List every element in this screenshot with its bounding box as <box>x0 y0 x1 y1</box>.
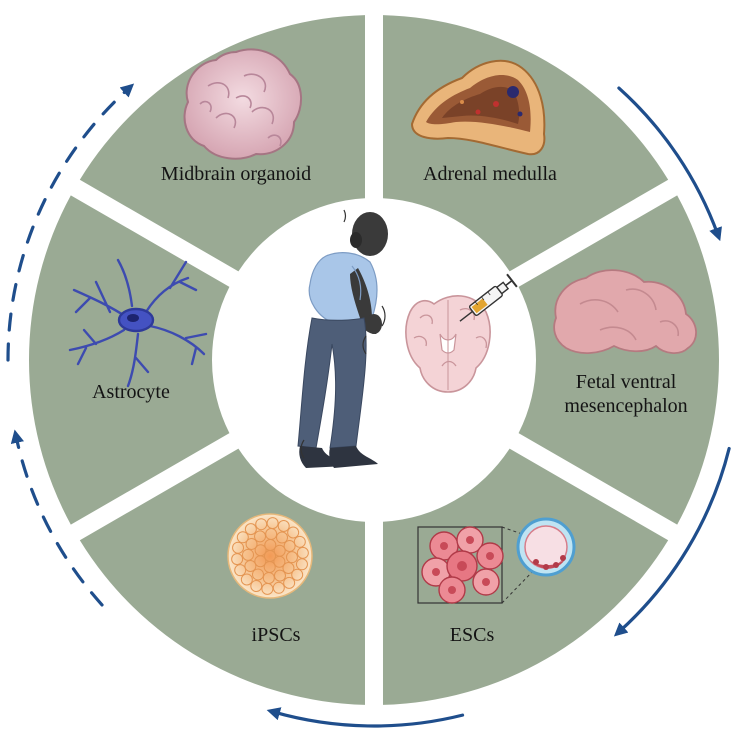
segment-fetal-ventral-mesencephalon <box>518 195 719 525</box>
ipsc-cell <box>254 544 267 557</box>
ipsc-cell <box>295 558 308 571</box>
arrow-left-upper <box>6 83 135 362</box>
ipsc-cell <box>242 548 255 561</box>
arrow-left-lower <box>10 429 104 607</box>
segment-astrocyte <box>29 195 230 525</box>
embryonic-stem-cells-icon <box>417 517 576 604</box>
center-disc <box>214 200 534 520</box>
label-adrenal-medulla: Adrenal medulla <box>423 163 557 185</box>
segment-escs <box>382 448 669 705</box>
label-escs: ESCs <box>450 624 495 646</box>
ipsc-cell <box>245 538 258 551</box>
arrow-right-upper <box>617 86 722 242</box>
ipsc-cell <box>232 541 245 554</box>
arrow-bottom <box>266 707 465 728</box>
cycle-arrows <box>6 83 731 728</box>
induced-pluripotent-stem-cells-icon <box>227 513 313 599</box>
ipsc-cell <box>250 580 263 593</box>
syringe-icon <box>459 273 518 322</box>
ipsc-cell <box>283 540 296 553</box>
ipsc-cell <box>244 559 257 572</box>
ipsc-cell <box>255 518 268 531</box>
ipsc-cell <box>254 530 267 543</box>
ipsc-cell <box>273 544 286 557</box>
midbrain-organoid-icon <box>183 48 302 160</box>
ipsc-cell <box>275 531 288 544</box>
label-astrocyte: Astrocyte <box>92 381 170 403</box>
ipsc-cell <box>285 551 298 564</box>
segment-ring <box>29 15 719 705</box>
ipsc-cell <box>272 581 285 594</box>
ipsc-cell <box>261 582 274 595</box>
ipsc-cell <box>252 568 265 581</box>
ipsc-cell <box>287 526 300 539</box>
ipsc-cell <box>291 568 304 581</box>
adrenal-medulla-icon <box>410 59 546 156</box>
label-midbrain-organoid: Midbrain organoid <box>161 163 311 185</box>
ipsc-cell <box>240 573 253 586</box>
fetal-brain-icon <box>553 269 697 354</box>
astrocyte-icon <box>68 258 208 388</box>
ipsc-cell <box>273 569 286 582</box>
label-fetal-ventral-line2: mesencephalon <box>564 395 687 417</box>
label-ipscs: iPSCs <box>252 624 301 646</box>
ipsc-cell <box>277 519 290 532</box>
ipsc-cell <box>293 535 306 548</box>
segment-ipscs <box>79 448 366 705</box>
ipsc-cell <box>282 561 295 574</box>
ipsc-cell <box>236 531 249 544</box>
label-fetal-ventral-line1: Fetal ventral <box>576 371 677 393</box>
arrow-right-lower <box>613 446 731 637</box>
ipsc-cell <box>283 576 296 589</box>
ipsc-cell <box>266 517 279 530</box>
parkinson-patient-icon <box>297 209 388 468</box>
ipsc-cell <box>244 523 257 536</box>
ipsc-cell <box>234 564 247 577</box>
brain-coronal-section-icon <box>405 295 491 393</box>
